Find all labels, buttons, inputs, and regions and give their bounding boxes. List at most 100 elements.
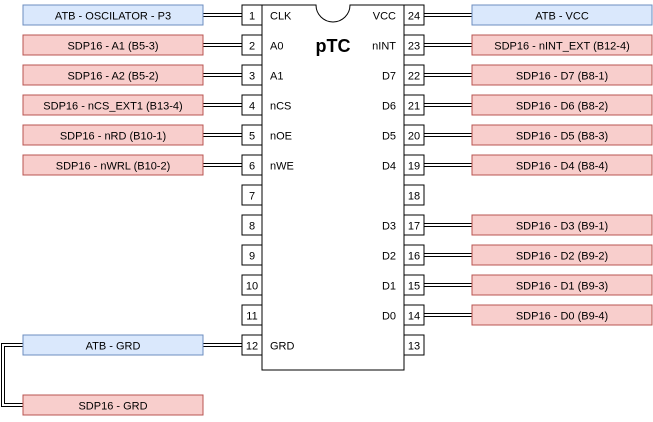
connection-box-atb-grd (22, 334, 204, 356)
pin-box-18 (403, 184, 425, 206)
connection-box-sdp16-nint-ext-b12-4 (471, 34, 653, 56)
connection-box-sdp16-nrd-b10-1 (22, 124, 204, 146)
connection-box-sdp16-nrd-b10-1-label: SDP16 - nRD (B10-1) (60, 131, 166, 143)
pin-box-17 (403, 214, 425, 236)
connection-box-atb-oscilator-p3-label: ATB - OSCILATOR - P3 (55, 11, 171, 23)
pin-label-14: D0 (382, 311, 396, 323)
pin-box-19 (403, 154, 425, 176)
pin-box-7 (241, 184, 263, 206)
pin-number-21: 21 (408, 101, 420, 113)
pin-box-14 (403, 304, 425, 326)
pin-box-10 (241, 274, 263, 296)
connection-box-sdp16-d3-b9-1 (471, 214, 653, 236)
pin-number-4: 4 (249, 101, 255, 113)
pin-box-6 (241, 154, 263, 176)
pin-box-15 (403, 274, 425, 296)
pin-number-13: 13 (408, 341, 420, 353)
pin-number-7: 7 (249, 191, 255, 203)
pin-box-13 (403, 334, 425, 356)
pin-box-11 (241, 304, 263, 326)
wires-group (1, 13, 472, 407)
connection-box-sdp16-d2-b9-2 (471, 244, 653, 266)
connection-box-sdp16-nwrl-b10-2-label: SDP16 - nWRL (B10-2) (56, 161, 171, 173)
pin-box-2 (241, 34, 263, 56)
wire-grd-link-outer (1, 343, 23, 407)
pin-label-22: D7 (382, 71, 396, 83)
connection-box-sdp16-a2-b5-2 (22, 64, 204, 86)
connection-box-sdp16-d3-b9-1-label: SDP16 - D3 (B9-1) (516, 221, 608, 233)
pin-box-23 (403, 34, 425, 56)
connection-box-sdp16-d0-b9-4 (471, 304, 653, 326)
pin-label-4: nCS (270, 101, 291, 113)
pin-number-24: 24 (408, 11, 420, 23)
pin-box-21 (403, 94, 425, 116)
pin-label-3: A1 (270, 71, 283, 83)
pin-box-22 (403, 64, 425, 86)
pin-number-14: 14 (408, 311, 420, 323)
pin-number-1: 1 (249, 11, 255, 23)
pin-box-8 (241, 214, 263, 236)
pin-label-17: D3 (382, 221, 396, 233)
chip-title: pTC (316, 36, 351, 56)
connection-box-sdp16-d6-b8-2 (471, 94, 653, 116)
chip-body (261, 4, 405, 371)
pin-box-9 (241, 244, 263, 266)
pin-box-24 (403, 4, 425, 26)
connection-box-sdp16-d1-b9-3 (471, 274, 653, 296)
pin-label-24: VCC (373, 11, 396, 23)
pin-number-10: 10 (246, 281, 258, 293)
connection-box-sdp16-d4-b8-4 (471, 154, 653, 176)
connection-box-sdp16-a1-b5-3 (22, 34, 204, 56)
connection-box-sdp16-a2-b5-2-label: SDP16 - A2 (B5-2) (67, 71, 158, 83)
pin-label-12: GRD (270, 341, 295, 353)
connection-box-sdp16-nwrl-b10-2 (22, 154, 204, 176)
connection-box-sdp16-d1-b9-3-label: SDP16 - D1 (B9-3) (516, 281, 608, 293)
pin-number-12: 12 (246, 341, 258, 353)
pin-box-1 (241, 4, 263, 26)
pin-label-21: D6 (382, 101, 396, 113)
connection-box-sdp16-d4-b8-4-label: SDP16 - D4 (B8-4) (516, 161, 608, 173)
connection-box-atb-oscilator-p3 (22, 4, 204, 26)
connection-box-sdp16-d7-b8-1 (471, 64, 653, 86)
pin-box-3 (241, 64, 263, 86)
pin-number-6: 6 (249, 161, 255, 173)
connection-box-sdp16-grd (22, 394, 204, 416)
pin-label-20: D5 (382, 131, 396, 143)
boxes-group: ATB - OSCILATOR - P3 SDP16 - A1 (B5-3) SDP… (22, 4, 653, 416)
connection-box-sdp16-d7-b8-1-label: SDP16 - D7 (B8-1) (516, 71, 608, 83)
pin-number-17: 17 (408, 221, 420, 233)
connection-box-sdp16-a1-b5-3-label: SDP16 - A1 (B5-3) (67, 41, 158, 53)
pin-number-8: 8 (249, 221, 255, 233)
pin-label-5: nOE (270, 131, 292, 143)
connection-box-atb-vcc-label: ATB - VCC (535, 11, 589, 23)
connection-box-sdp16-nint-ext-b12-4-label: SDP16 - nINT_EXT (B12-4) (494, 41, 630, 53)
pin-label-23: nINT (372, 41, 396, 53)
pin-label-1: CLK (270, 11, 292, 23)
pin-label-19: D4 (382, 161, 396, 173)
connection-box-atb-grd-label: ATB - GRD (86, 341, 141, 353)
pin-label-2: A0 (270, 41, 283, 53)
pin-box-4 (241, 94, 263, 116)
pin-number-20: 20 (408, 131, 420, 143)
connection-box-sdp16-grd-label: SDP16 - GRD (78, 401, 147, 413)
pin-number-16: 16 (408, 251, 420, 263)
pin-number-18: 18 (408, 191, 420, 203)
pin-label-6: nWE (270, 161, 294, 173)
connection-box-sdp16-ncs-ext1-b13-4 (22, 94, 204, 116)
connection-box-sdp16-d5-b8-3 (471, 124, 653, 146)
pin-box-20 (403, 124, 425, 146)
connection-box-sdp16-d0-b9-4-label: SDP16 - D0 (B9-4) (516, 311, 608, 323)
pin-box-16 (403, 244, 425, 266)
pin-number-15: 15 (408, 281, 420, 293)
pin-number-11: 11 (246, 311, 257, 323)
pin-number-9: 9 (249, 251, 255, 263)
pin-label-15: D1 (382, 281, 396, 293)
connection-box-sdp16-d6-b8-2-label: SDP16 - D6 (B8-2) (516, 101, 608, 113)
pin-label-16: D2 (382, 251, 396, 263)
pin-number-19: 19 (408, 161, 420, 173)
pin-box-12 (241, 334, 263, 356)
pin-number-5: 5 (249, 131, 255, 143)
pin-box-5 (241, 124, 263, 146)
